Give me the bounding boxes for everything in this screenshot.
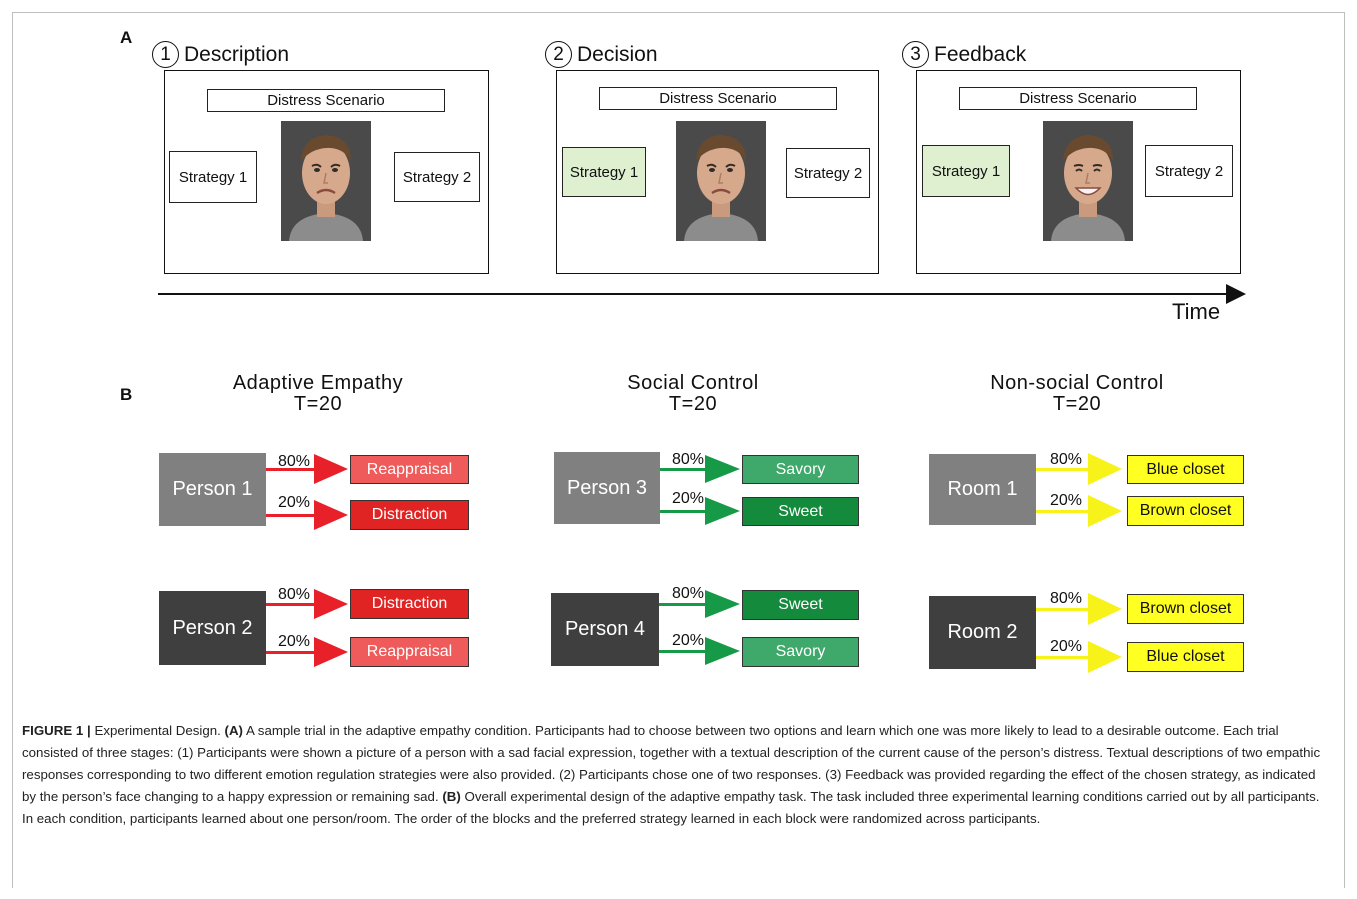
stage-3-scenario: Distress Scenario [959,87,1197,110]
condition-name: Adaptive Empathy [232,372,404,394]
target-blue-closet: Blue closet [1127,455,1244,484]
stage-2-number: 2 [545,41,572,68]
condition-name: Social Control [627,372,759,394]
panel-b-label: B [120,385,133,404]
probability-20: 20% [672,632,705,649]
time-label: Time [1172,299,1221,324]
probability-80: 80% [278,586,311,603]
target-savory: Savory [742,637,859,667]
condition-title-adaptive-empathy: Adaptive Empathy T=20 [188,373,448,415]
condition-trials: T=20 [668,393,718,415]
figure-label: FIGURE 1 | [22,723,91,738]
probability-80: 80% [1050,590,1083,607]
target-reappraisal: Reappraisal [350,455,469,484]
source-person-4: Person 4 [551,593,659,666]
figure-caption: FIGURE 1 | Experimental Design. (A) A sa… [22,720,1332,830]
probability-80: 80% [672,451,705,468]
source-room-2: Room 2 [929,596,1036,669]
stage-1-title: 1 Description [152,41,289,68]
stage-2-scenario: Distress Scenario [599,87,837,110]
probability-80: 80% [1050,451,1083,468]
stage-3-number: 3 [902,41,929,68]
source-person-1: Person 1 [159,453,266,526]
stage-3-strategy-1-chosen: Strategy 1 [922,145,1010,197]
stage-1-label: Description [184,42,290,66]
stage-2-screen: Distress Scenario Strategy 1 Strategy 2 [556,70,879,274]
panel-a-label: A [120,28,133,47]
target-savory: Savory [742,455,859,484]
probability-80: 80% [672,585,705,602]
condition-title-social-control: Social Control T=20 [573,373,813,415]
stage-2-strategy-1-chosen: Strategy 1 [562,147,646,197]
source-room-1: Room 1 [929,454,1036,525]
probability-20: 20% [278,494,311,511]
stage-3-title: 3 Feedback [902,41,1026,68]
condition-name: Non-social Control [990,372,1164,394]
stage-1-strategy-2: Strategy 2 [394,152,480,202]
probability-20: 20% [672,490,705,507]
caption-a-text: A sample trial in the adaptive empathy c… [22,723,1321,804]
stage-2-label: Decision [577,42,658,66]
target-blue-closet: Blue closet [1127,642,1244,672]
source-person-3: Person 3 [554,452,660,524]
stage-2-title: 2 Decision [545,41,658,68]
caption-b-text: Overall experimental design of the adapt… [22,789,1320,826]
target-distraction: Distraction [350,500,469,530]
caption-a-tag: (A) [224,723,243,738]
target-brown-closet: Brown closet [1127,594,1244,624]
happy-face-image [1043,121,1133,241]
target-brown-closet: Brown closet [1127,496,1244,526]
timeline-line [158,293,1230,295]
target-distraction: Distraction [350,589,469,619]
stage-1-screen: Distress Scenario Strategy 1 Strategy 2 [164,70,489,274]
condition-title-nonsocial-control: Non-social Control T=20 [937,373,1217,415]
figure-border [12,12,1345,888]
stage-3-strategy-2: Strategy 2 [1145,145,1233,197]
condition-trials: T=20 [293,393,343,415]
target-sweet: Sweet [742,497,859,526]
target-sweet: Sweet [742,590,859,620]
stage-3-screen: Distress Scenario Strategy 1 Strategy 2 [916,70,1241,274]
stage-1-scenario: Distress Scenario [207,89,445,112]
stage-1-number: 1 [152,41,179,68]
stage-2-strategy-2: Strategy 2 [786,148,870,198]
condition-trials: T=20 [1052,393,1102,415]
sad-face-image [676,121,766,241]
stage-3-label: Feedback [934,42,1027,66]
probability-20: 20% [1050,638,1083,655]
source-person-2: Person 2 [159,591,266,665]
target-reappraisal: Reappraisal [350,637,469,667]
probability-20: 20% [278,633,311,650]
stage-1-strategy-1: Strategy 1 [169,151,257,203]
figure-title: Experimental Design. [90,723,225,738]
probability-80: 80% [278,453,311,470]
caption-b-tag: (B) [442,789,461,804]
sad-face-image [281,121,371,241]
probability-20: 20% [1050,492,1083,509]
